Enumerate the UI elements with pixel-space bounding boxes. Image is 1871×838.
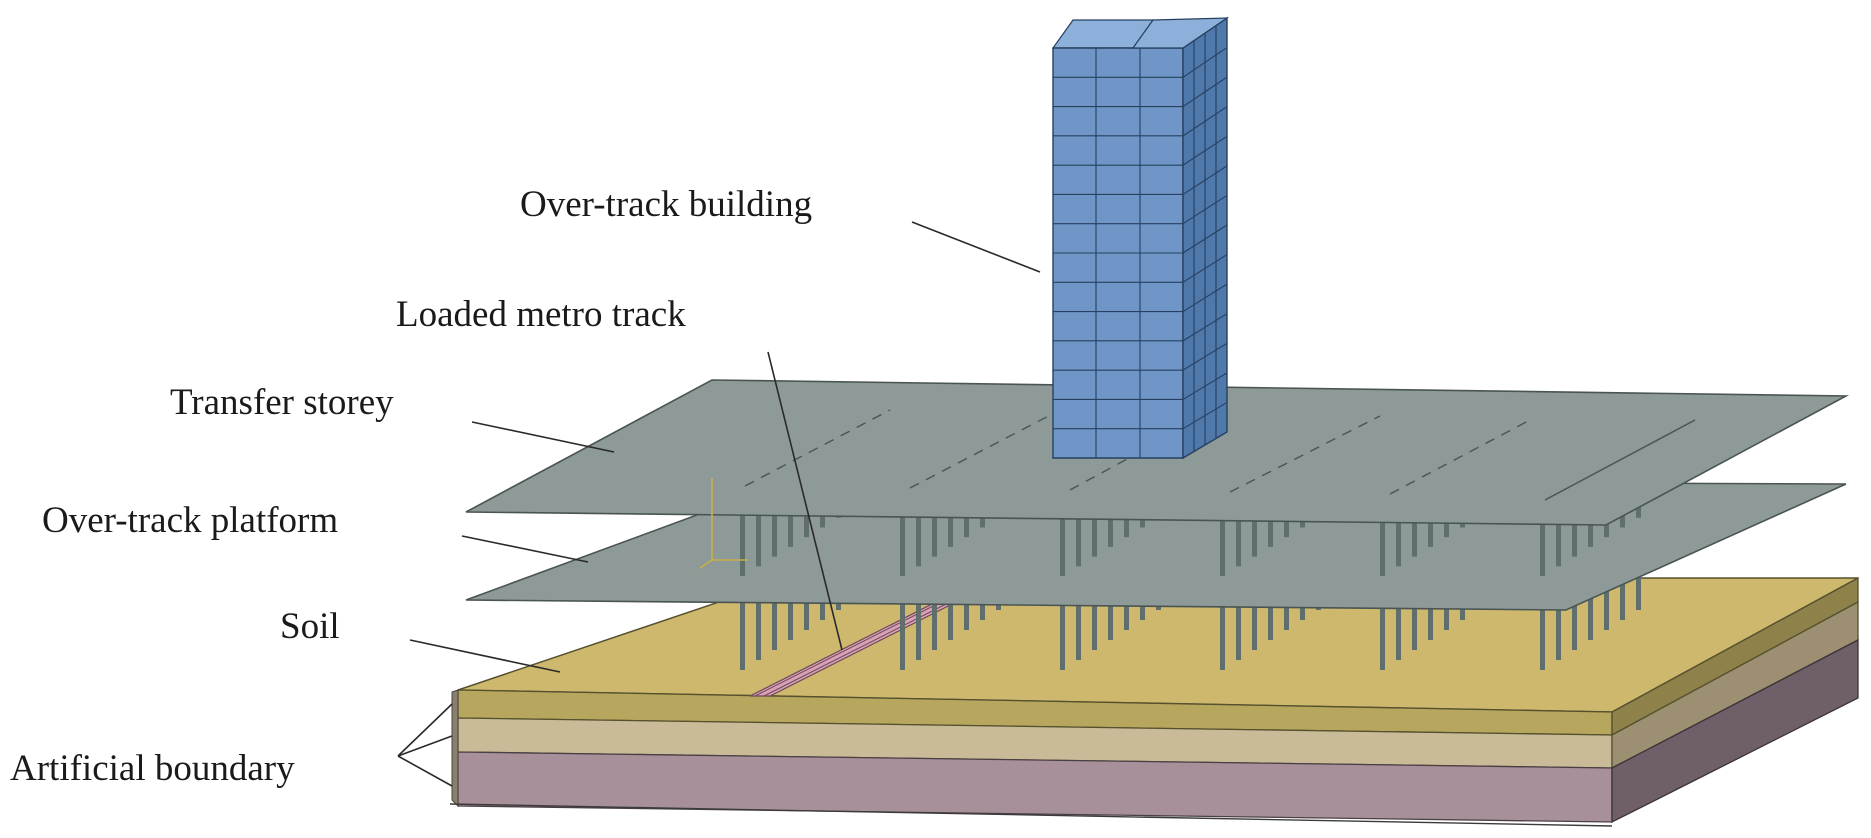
column: [1380, 512, 1385, 576]
column: [1060, 512, 1065, 576]
column: [788, 486, 793, 547]
column: [1556, 503, 1561, 567]
column: [1620, 557, 1625, 620]
column: [1252, 495, 1257, 557]
column: [1220, 600, 1225, 670]
column: [1556, 591, 1561, 660]
column: [756, 503, 761, 567]
transfer-solid-beam: [1544, 419, 1696, 501]
column: [740, 600, 745, 670]
column: [916, 503, 921, 567]
leader-platform: [461, 535, 589, 563]
column: [1108, 574, 1113, 640]
column: [1396, 591, 1401, 660]
boundary-skin-left: [451, 689, 459, 808]
column: [932, 583, 937, 650]
column: [1252, 583, 1257, 650]
column: [1092, 583, 1097, 650]
column: [1636, 549, 1641, 610]
soil-layer-3-side: [1611, 638, 1859, 824]
column: [900, 600, 905, 670]
label-over-track-platform: Over-track platform: [42, 500, 338, 541]
leader-boundary-2: [397, 735, 453, 757]
leader-track: [767, 351, 843, 651]
column: [1412, 583, 1417, 650]
column: [1572, 495, 1577, 557]
building-grid: [1053, 25, 1228, 458]
column: [772, 495, 777, 557]
leader-transfer: [471, 421, 615, 453]
label-transfer-storey: Transfer storey: [170, 382, 394, 423]
leader-boundary-3: [397, 755, 453, 787]
label-soil: Soil: [280, 606, 340, 647]
column: [932, 495, 937, 557]
building-top-right: [1131, 17, 1230, 49]
column: [1380, 600, 1385, 670]
label-loaded-metro-track: Loaded metro track: [396, 294, 686, 335]
label-over-track-building: Over-track building: [520, 184, 812, 225]
column: [1540, 600, 1545, 670]
leader-lines: [397, 221, 1041, 787]
column: [1220, 512, 1225, 576]
column: [1540, 512, 1545, 576]
axis-marker-icon: [699, 478, 748, 569]
column: [756, 591, 761, 660]
column: [1076, 591, 1081, 660]
column: [1236, 591, 1241, 660]
column: [948, 574, 953, 640]
column: [1396, 503, 1401, 567]
column: [1572, 583, 1577, 650]
column: [1412, 495, 1417, 557]
column: [1604, 566, 1609, 630]
column: [772, 583, 777, 650]
leader-building: [911, 221, 1041, 273]
over-track-building: [1051, 16, 1230, 460]
soil-block: [449, 576, 1859, 827]
column: [788, 574, 793, 640]
column: [916, 591, 921, 660]
column: [1588, 574, 1593, 640]
column: [740, 512, 745, 576]
label-artificial-boundary: Artificial boundary: [10, 748, 295, 789]
leader-boundary-1: [397, 703, 453, 757]
column: [1092, 495, 1097, 557]
column: [1236, 503, 1241, 567]
column: [900, 512, 905, 576]
column: [1076, 503, 1081, 567]
leader-soil: [409, 639, 561, 673]
column: [1060, 600, 1065, 670]
